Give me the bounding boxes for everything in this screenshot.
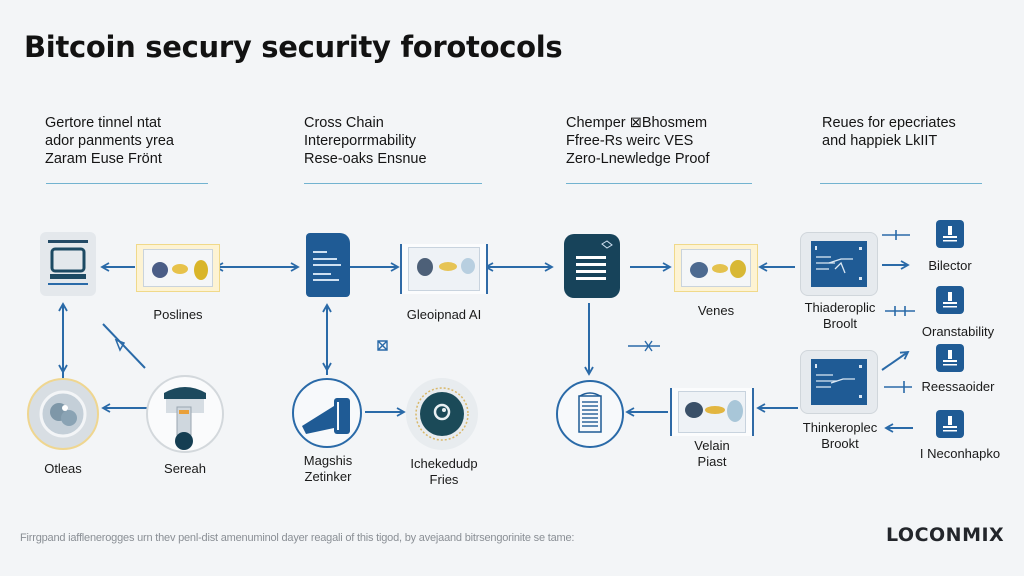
output-neconhapko-label: I Neconhapko xyxy=(919,446,1001,461)
computer-terminal-icon xyxy=(48,240,88,285)
sereah-node[interactable] xyxy=(146,375,224,453)
valve-symbol xyxy=(628,340,660,352)
column-divider xyxy=(304,183,482,184)
output-bilector-label: Bilector xyxy=(928,258,972,273)
footer-note: Firrgpand iafflenerogges urn thev penl-d… xyxy=(20,532,575,544)
photo-card-icon xyxy=(408,247,480,291)
magshis-node[interactable] xyxy=(292,378,362,448)
column-heading-line: Ffree-Rs weirc VES xyxy=(566,133,694,149)
output-oranstability-label: Oranstability xyxy=(921,324,995,339)
page-title: Bitcoin secury security forotocols xyxy=(24,30,563,64)
column-heading-4: Reues for epecriates and happiek LkIIT xyxy=(822,114,956,150)
output-neconhapko-tile[interactable] xyxy=(936,410,964,438)
lens-icon xyxy=(415,387,469,441)
lamp-device-icon xyxy=(164,387,206,450)
arrow-monitor-to-reessaoider-up xyxy=(881,350,910,371)
monitor-top-label-line: Thiaderoplic xyxy=(804,300,876,315)
velain-label: Velain Piast xyxy=(670,438,754,470)
ichekedudp-label: Ichekedudp Fries xyxy=(394,456,494,488)
magshis-label-line: Magshis xyxy=(303,453,353,468)
monitor-bottom-label-line: Brookt xyxy=(821,436,859,451)
document-node[interactable] xyxy=(306,233,350,297)
output-oranstability-tile[interactable] xyxy=(936,286,964,314)
gleoipnad-label: Gleoipnad AI xyxy=(406,307,482,322)
column-heading-line: Intereporrmability xyxy=(304,133,417,149)
column-divider xyxy=(566,183,752,184)
venes-label: Venes xyxy=(697,303,735,318)
stamp-icon xyxy=(943,226,957,242)
otleas-label: Otleas xyxy=(44,461,82,476)
column-heading-3: Chemper ⊠Bhosmem Ffree-Rs weirc VES Zero… xyxy=(566,114,709,168)
poslines-card[interactable] xyxy=(136,244,220,292)
megaphone-icon xyxy=(302,398,350,434)
column-divider xyxy=(820,183,982,184)
gear-cluster-icon xyxy=(39,390,87,438)
monitor-top-node[interactable] xyxy=(800,232,878,296)
magshis-label: Magshis Zetinker xyxy=(280,453,376,485)
tick-connector xyxy=(884,381,912,393)
ichekedudp-node[interactable] xyxy=(406,378,478,450)
venes-card[interactable] xyxy=(674,244,758,292)
monitor-bottom-label: Thinkeroplec Brookt xyxy=(790,420,890,452)
otleas-node[interactable] xyxy=(27,378,99,450)
column-heading-1: Gertore tinnel ntat ador panments yrea Z… xyxy=(45,114,174,168)
ichekedudp-label-line: Fries xyxy=(429,472,459,487)
tick-connector xyxy=(882,230,910,240)
output-reessaoider-label: Reessaoider xyxy=(921,379,995,394)
monitor-chart-icon xyxy=(811,241,867,287)
column-divider xyxy=(46,183,208,184)
document-icon xyxy=(313,251,341,281)
column-heading-line: Zaram Euse Frönt xyxy=(45,151,162,167)
velain-label-line: Piast xyxy=(697,454,727,469)
photo-card-icon xyxy=(143,249,213,287)
column-heading-line: Cross Chain xyxy=(304,115,384,131)
column-heading-line: Reues for epecriates xyxy=(822,115,956,131)
output-bilector-tile[interactable] xyxy=(936,220,964,248)
diagonal-connector xyxy=(102,323,146,369)
ledger-circle-node[interactable] xyxy=(556,380,624,448)
double-tick-connector xyxy=(885,306,915,316)
menu-list-icon xyxy=(576,240,613,280)
stamp-icon xyxy=(943,292,957,308)
sereah-label: Sereah xyxy=(164,461,206,476)
monitor-bottom-node[interactable] xyxy=(800,350,878,414)
monitor-chart-icon xyxy=(811,359,867,405)
column-heading-line: ador panments yrea xyxy=(45,133,174,149)
ichekedudp-label-line: Ichekedudp xyxy=(410,456,478,471)
terminal-node[interactable] xyxy=(40,232,96,296)
stamp-icon xyxy=(943,350,957,366)
brand-logo: LOCONMIX xyxy=(886,524,1005,546)
monitor-top-label: Thiaderoplic Broolt xyxy=(790,300,890,332)
velain-label-line: Velain xyxy=(694,438,730,453)
column-heading-line: Zero-Lnewledge Proof xyxy=(566,151,710,167)
output-reessaoider-tile[interactable] xyxy=(936,344,964,372)
magshis-label-line: Zetinker xyxy=(304,469,352,484)
photo-card-icon xyxy=(681,249,751,287)
ledger-list-icon xyxy=(578,392,602,433)
monitor-top-label-line: Broolt xyxy=(823,316,857,331)
column-heading-line: Rese-oaks Ensnue xyxy=(304,151,427,167)
column-heading-line: Chemper ⊠Bhosmem xyxy=(566,115,708,131)
column-heading-line: Gertore tinnel ntat xyxy=(45,115,162,131)
valve-symbol xyxy=(114,338,126,352)
column-heading-line: and happiek LkIIT xyxy=(822,133,938,149)
menu-tile-node[interactable] xyxy=(564,234,620,298)
column-heading-2: Cross Chain Intereporrmability Rese-oaks… xyxy=(304,114,427,168)
monitor-bottom-label-line: Thinkeroplec xyxy=(802,420,878,435)
velain-card[interactable] xyxy=(670,388,754,436)
photo-card-icon xyxy=(678,391,746,433)
cross-box-symbol xyxy=(377,340,388,351)
poslines-label: Poslines xyxy=(153,307,203,322)
stamp-icon xyxy=(943,416,957,432)
gleoipnad-card[interactable] xyxy=(400,244,488,294)
